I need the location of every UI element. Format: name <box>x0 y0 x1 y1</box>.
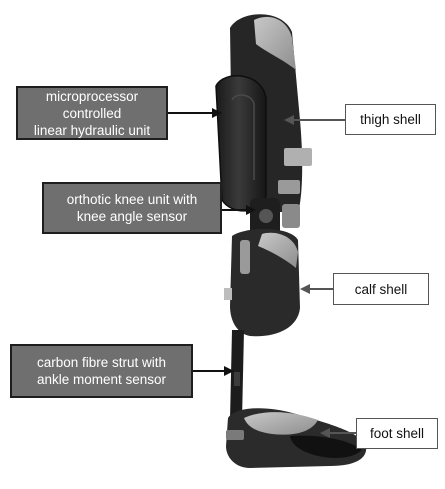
label-foot-shell: foot shell <box>356 418 438 449</box>
label-hydraulic-line1: microprocessor controlled <box>18 88 166 122</box>
label-strut-line2: ankle moment sensor <box>37 371 166 388</box>
label-foot-text: foot shell <box>370 425 424 442</box>
carbon-strut-part <box>230 330 244 420</box>
label-calf-shell: calf shell <box>333 273 429 305</box>
calf-shell-part <box>224 229 300 336</box>
label-thigh-shell: thigh shell <box>345 104 436 135</box>
label-knee-unit: orthotic knee unit with knee angle senso… <box>42 182 222 234</box>
label-knee-line1: orthotic knee unit with <box>67 191 198 208</box>
label-calf-text: calf shell <box>355 281 408 298</box>
label-knee-line2: knee angle sensor <box>67 208 198 225</box>
hydraulic-unit-part <box>216 76 266 211</box>
label-thigh-text: thigh shell <box>360 111 421 128</box>
foot-shell-part <box>226 408 366 468</box>
thigh-strap-pad <box>284 148 312 166</box>
arrow-calf-head <box>300 284 310 294</box>
label-hydraulic-unit: microprocessor controlled linear hydraul… <box>16 86 168 140</box>
label-carbon-strut: carbon fibre strut with ankle moment sen… <box>10 344 193 398</box>
label-strut-line1: carbon fibre strut with <box>37 354 166 371</box>
label-hydraulic-line2: linear hydraulic unit <box>18 122 166 139</box>
